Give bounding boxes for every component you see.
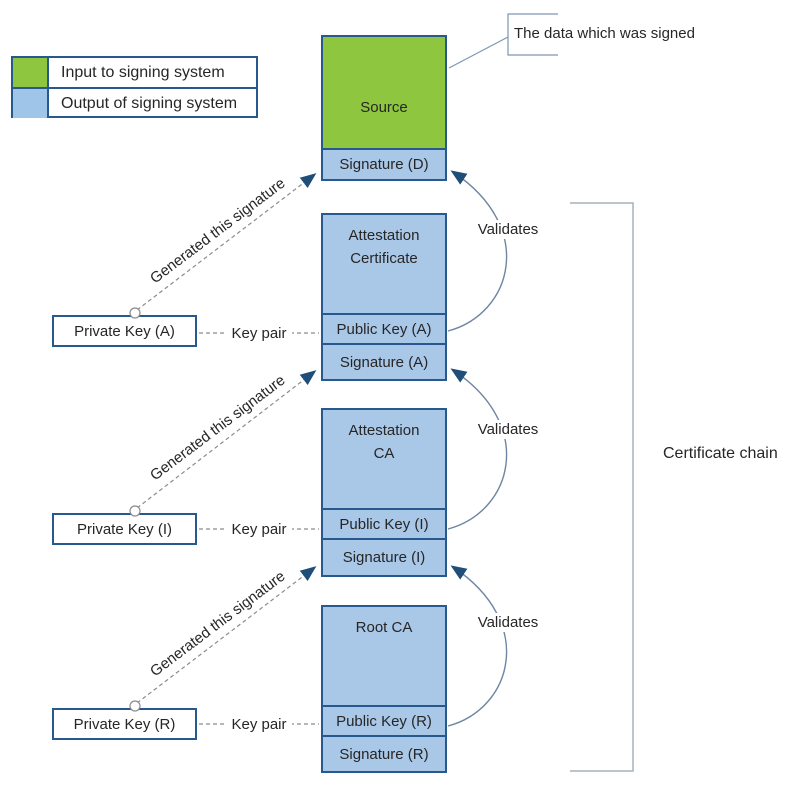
private-key-r-box: Private Key (R) — [52, 708, 197, 740]
generated-signature-label-3: Generated this signature — [147, 567, 289, 681]
validates-label-2: Validates — [470, 420, 546, 439]
attestation-ca-title: Attestation CA — [348, 422, 420, 462]
attestation-certificate-box: Attestation Certificate Public Key (A) S… — [321, 213, 447, 381]
public-key-a-row: Public Key (A) — [323, 313, 445, 343]
legend-row-input: Input to signing system — [13, 58, 256, 87]
public-key-i-row: Public Key (I) — [323, 508, 445, 538]
legend-row-output: Output of signing system — [13, 87, 256, 118]
signature-i-row: Signature (I) — [323, 538, 445, 575]
validates-arc-a — [447, 170, 508, 332]
validates-arc-r — [447, 565, 508, 727]
signature-a-row: Signature (A) — [323, 343, 445, 379]
generated-signature-arrow-i — [136, 370, 317, 509]
legend-input-swatch — [13, 58, 49, 87]
signature-d-row: Signature (D) — [323, 148, 445, 179]
callout-connector-line — [448, 36, 509, 69]
validates-arc-i — [447, 368, 508, 530]
generated-signature-arrow-a — [136, 173, 317, 311]
generated-signature-label-1: Generated this signature — [147, 174, 289, 288]
legend-output-swatch — [13, 89, 49, 118]
source-box: Source Signature (D) — [321, 35, 447, 181]
legend: Input to signing system Output of signin… — [11, 56, 258, 118]
validates-label-3: Validates — [470, 613, 546, 632]
validates-label-1: Validates — [470, 220, 546, 239]
key-pair-label-1: Key pair — [226, 325, 292, 342]
private-key-i-box: Private Key (I) — [52, 513, 197, 545]
signature-r-row: Signature (R) — [323, 735, 445, 771]
source-title: Source — [323, 37, 445, 148]
root-ca-box: Root CA Public Key (R) Signature (R) — [321, 605, 447, 773]
public-key-r-row: Public Key (R) — [323, 705, 445, 735]
legend-input-label: Input to signing system — [61, 63, 225, 81]
attestation-certificate-title: Attestation Certificate — [348, 227, 420, 267]
attestation-ca-box: Attestation CA Public Key (I) Signature … — [321, 408, 447, 577]
certificate-chain-bracket — [570, 202, 634, 772]
key-pair-label-2: Key pair — [226, 521, 292, 538]
private-key-a-box: Private Key (A) — [52, 315, 197, 347]
certificate-chain-label: Certificate chain — [663, 445, 778, 462]
generated-signature-label-2: Generated this signature — [147, 371, 289, 485]
callout-text: The data which was signed — [514, 25, 695, 42]
legend-output-label: Output of signing system — [61, 94, 238, 112]
generated-signature-arrow-r — [136, 566, 317, 704]
key-pair-label-3: Key pair — [226, 716, 292, 733]
root-ca-title: Root CA — [355, 619, 413, 636]
